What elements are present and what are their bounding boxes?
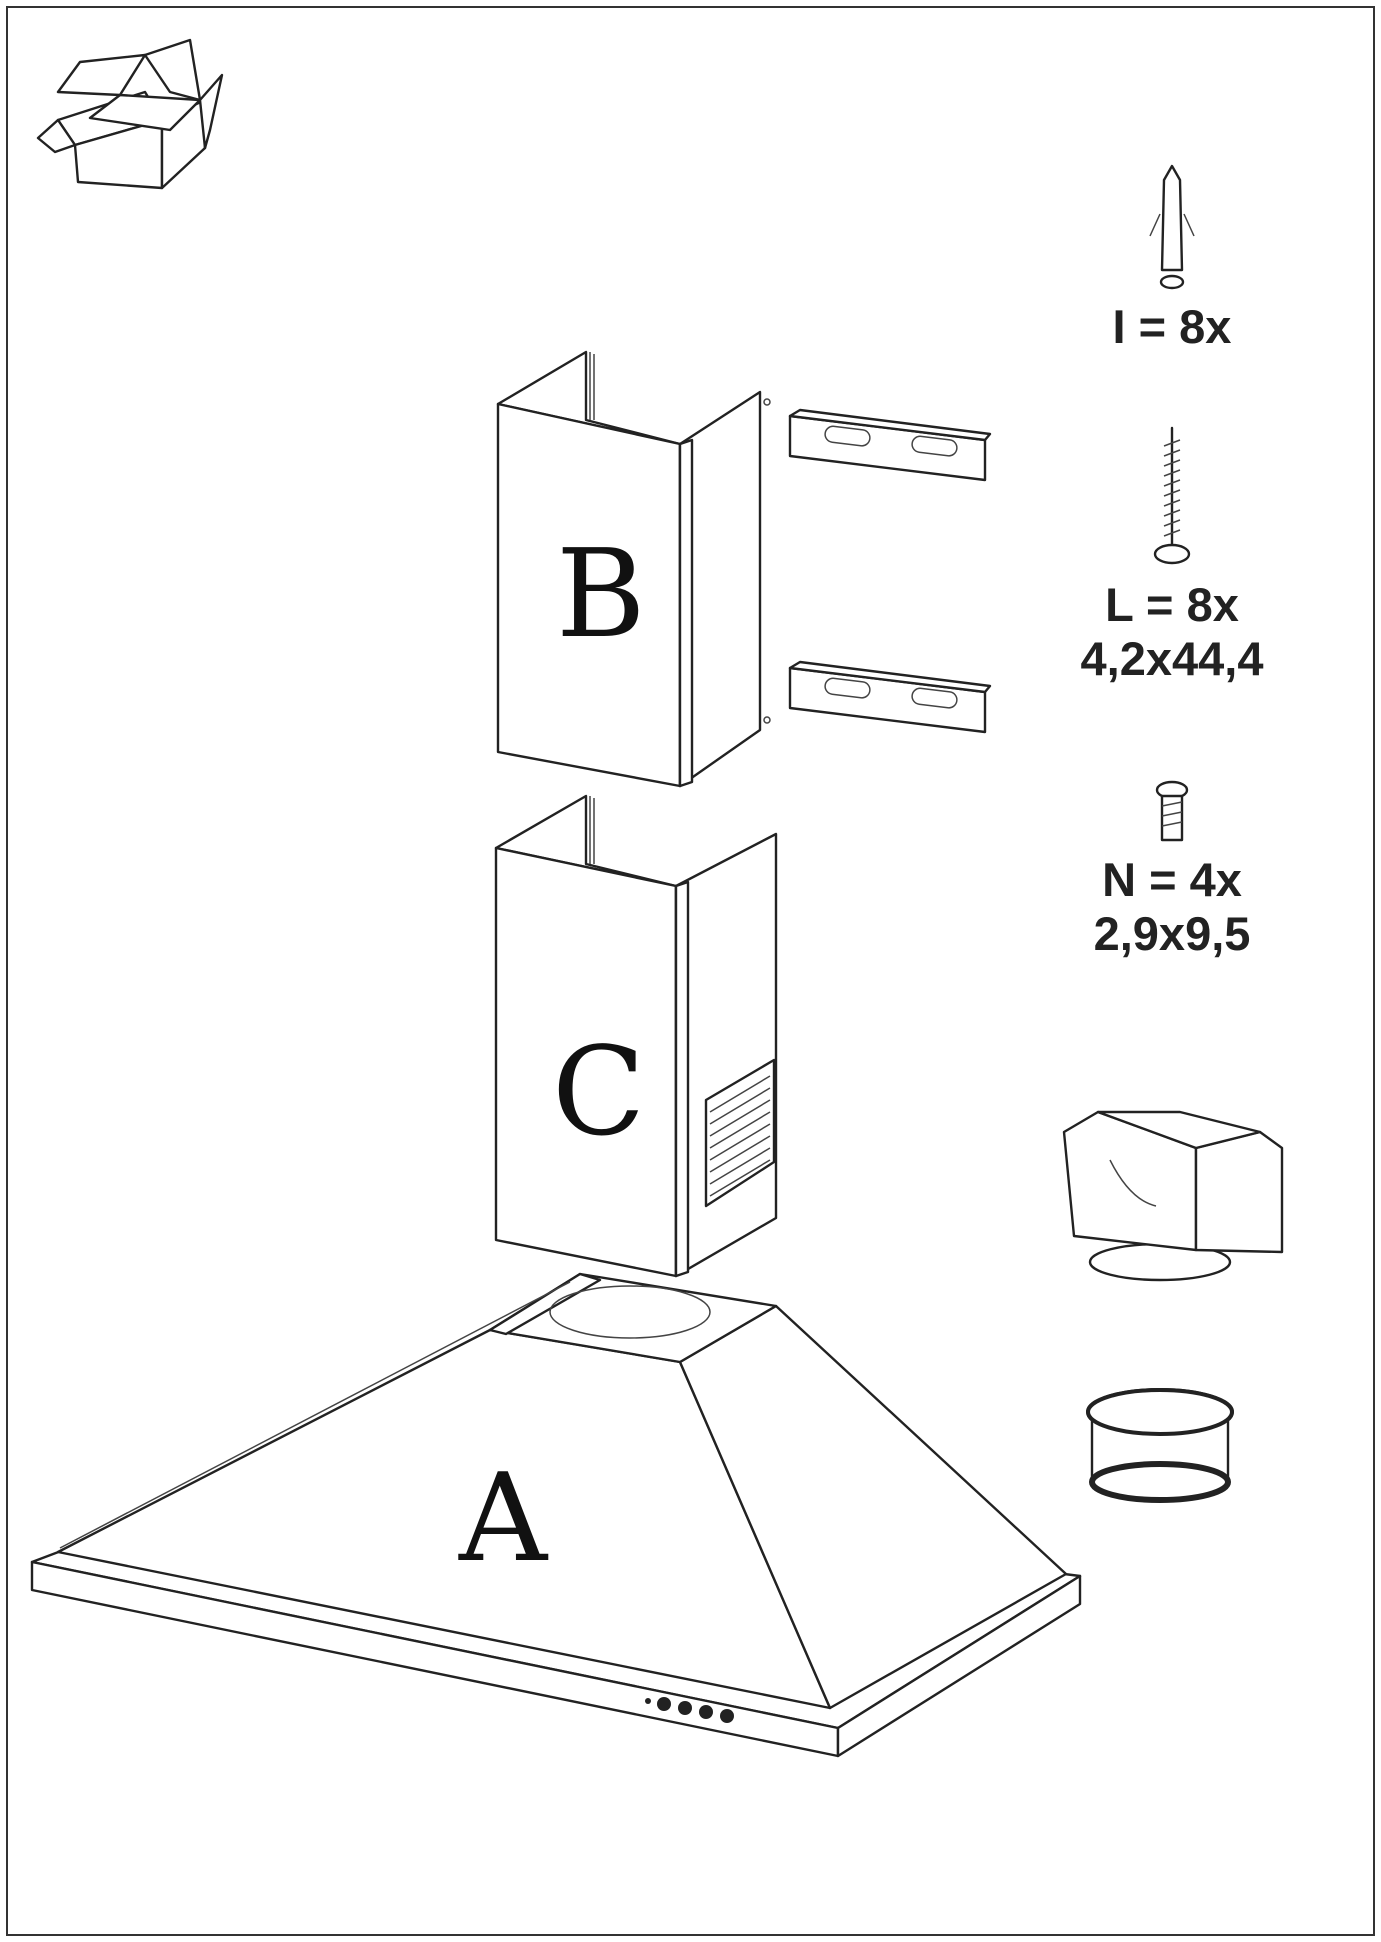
chimney-c-illustration: [494, 794, 778, 1278]
control-buttons-icon: [645, 1697, 734, 1723]
vent-slots: [704, 1058, 776, 1208]
accessory-n-quantity: N = 4x: [1102, 853, 1242, 906]
machine-screw-icon: [1155, 780, 1189, 842]
air-deflector-icon: [1062, 1110, 1284, 1282]
chimney-bracket-icon: [788, 408, 992, 734]
accessory-n-size: 2,9x9,5: [1093, 907, 1251, 961]
open-box-icon: [36, 38, 224, 190]
chimney-b-illustration: [496, 350, 771, 788]
accessory-l-label: L = 8x 4,2x44,4: [1022, 578, 1322, 686]
accessory-i-label: I = 8x: [1022, 300, 1322, 354]
wood-screw-icon: [1153, 426, 1191, 565]
accessory-l-quantity: L = 8x: [1105, 578, 1239, 631]
part-c-label: C: [552, 1021, 646, 1163]
hood-a-illustration: [30, 1272, 1082, 1758]
accessory-i-quantity: I = 8x: [1112, 300, 1232, 353]
accessory-n-label: N = 4x 2,9x9,5: [1022, 853, 1322, 961]
accessory-l-size: 4,2x44,4: [1080, 632, 1264, 686]
page-frame: [6, 6, 1375, 1936]
part-b-label: B: [556, 523, 646, 665]
wall-plug-icon: [1149, 164, 1195, 290]
reduction-flange-icon: [1086, 1388, 1234, 1503]
part-a-label: A: [459, 1447, 548, 1589]
